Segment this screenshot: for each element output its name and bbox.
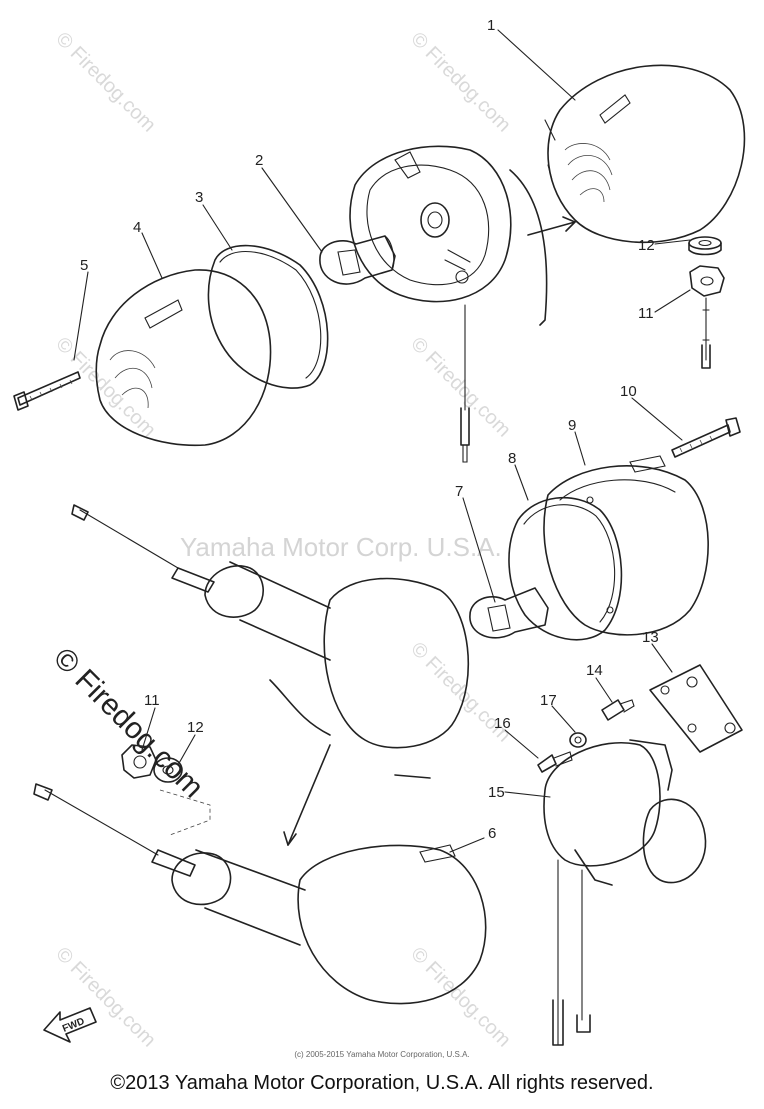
part-9-lens-middle	[543, 455, 709, 636]
leader-lines	[73, 29, 691, 853]
stalk-assembly-upper	[71, 504, 470, 749]
watermark-text: © Firedog.com	[51, 333, 160, 442]
part-11-nut-lower	[121, 744, 157, 779]
watermark-layer: © Firedog.com © Firedog.com © Firedog.co…	[47, 28, 515, 1052]
watermark-text: © Firedog.com	[406, 28, 515, 137]
part-10-screw	[671, 417, 741, 458]
callout-5: 5	[80, 257, 88, 274]
watermark-text: © Firedog.com	[51, 28, 160, 137]
part-1-lens	[544, 64, 746, 244]
callout-6: 6	[488, 825, 496, 842]
callout-14: 14	[586, 662, 603, 679]
part-7-bulb-middle	[469, 587, 549, 639]
watermark-center-text: Yamaha Motor Corp. U.S.A.	[180, 532, 502, 562]
callout-13: 13	[642, 629, 659, 646]
part-8-gasket-middle	[508, 496, 623, 641]
part-13-plate	[649, 664, 743, 753]
callout-4: 4	[133, 219, 141, 236]
bracket-arrow-upper	[509, 169, 576, 326]
part-housing-upper	[349, 145, 512, 463]
watermark-text: © Firedog.com	[406, 943, 515, 1052]
part-6-stalk-lens	[33, 783, 487, 1005]
callout-labels: 1 2 3 4 5 6 7 8 9 10 11 12 13 14 15 16 1…	[80, 17, 659, 842]
callout-11-lower: 11	[144, 692, 160, 709]
wire-upper-right	[701, 297, 711, 369]
callout-7: 7	[455, 483, 463, 500]
part-14-screw	[601, 699, 635, 721]
guide-dashes	[159, 789, 211, 836]
callout-12-upper: 12	[638, 237, 655, 254]
callout-16: 16	[494, 715, 511, 732]
callout-11-upper: 11	[638, 305, 654, 322]
watermark-text: © Firedog.com	[51, 943, 160, 1052]
part-12-washer-upper	[688, 236, 722, 256]
callout-15: 15	[488, 784, 505, 801]
callout-9: 9	[568, 417, 576, 434]
part-4-lens-upper	[95, 269, 272, 447]
watermark-corner-text: © Firedog.com	[47, 642, 210, 805]
small-copyright-text: (c) 2005-2015 Yamaha Motor Corporation, …	[294, 1050, 470, 1059]
callout-8: 8	[508, 450, 516, 467]
callout-3: 3	[195, 189, 203, 206]
callout-2: 2	[255, 152, 263, 169]
part-12-washer-lower	[153, 757, 183, 783]
footer-copyright-text: ©2013 Yamaha Motor Corporation, U.S.A. A…	[110, 1072, 654, 1094]
part-11-nut-upper	[689, 265, 725, 297]
part-2-bulb-upper	[319, 235, 396, 285]
callout-10: 10	[620, 383, 637, 400]
part-16-screw	[537, 751, 573, 773]
bracket-arrow-lower	[269, 679, 431, 846]
part-17-washer	[569, 732, 587, 748]
callout-1: 1	[487, 17, 495, 34]
part-15-mount	[543, 739, 707, 1046]
callout-12-lower: 12	[187, 719, 204, 736]
part-3-gasket-upper	[207, 244, 329, 389]
part-5-screw-upper	[13, 371, 81, 411]
fwd-arrow-icon: FWD	[43, 1007, 97, 1043]
callout-17: 17	[540, 692, 557, 709]
